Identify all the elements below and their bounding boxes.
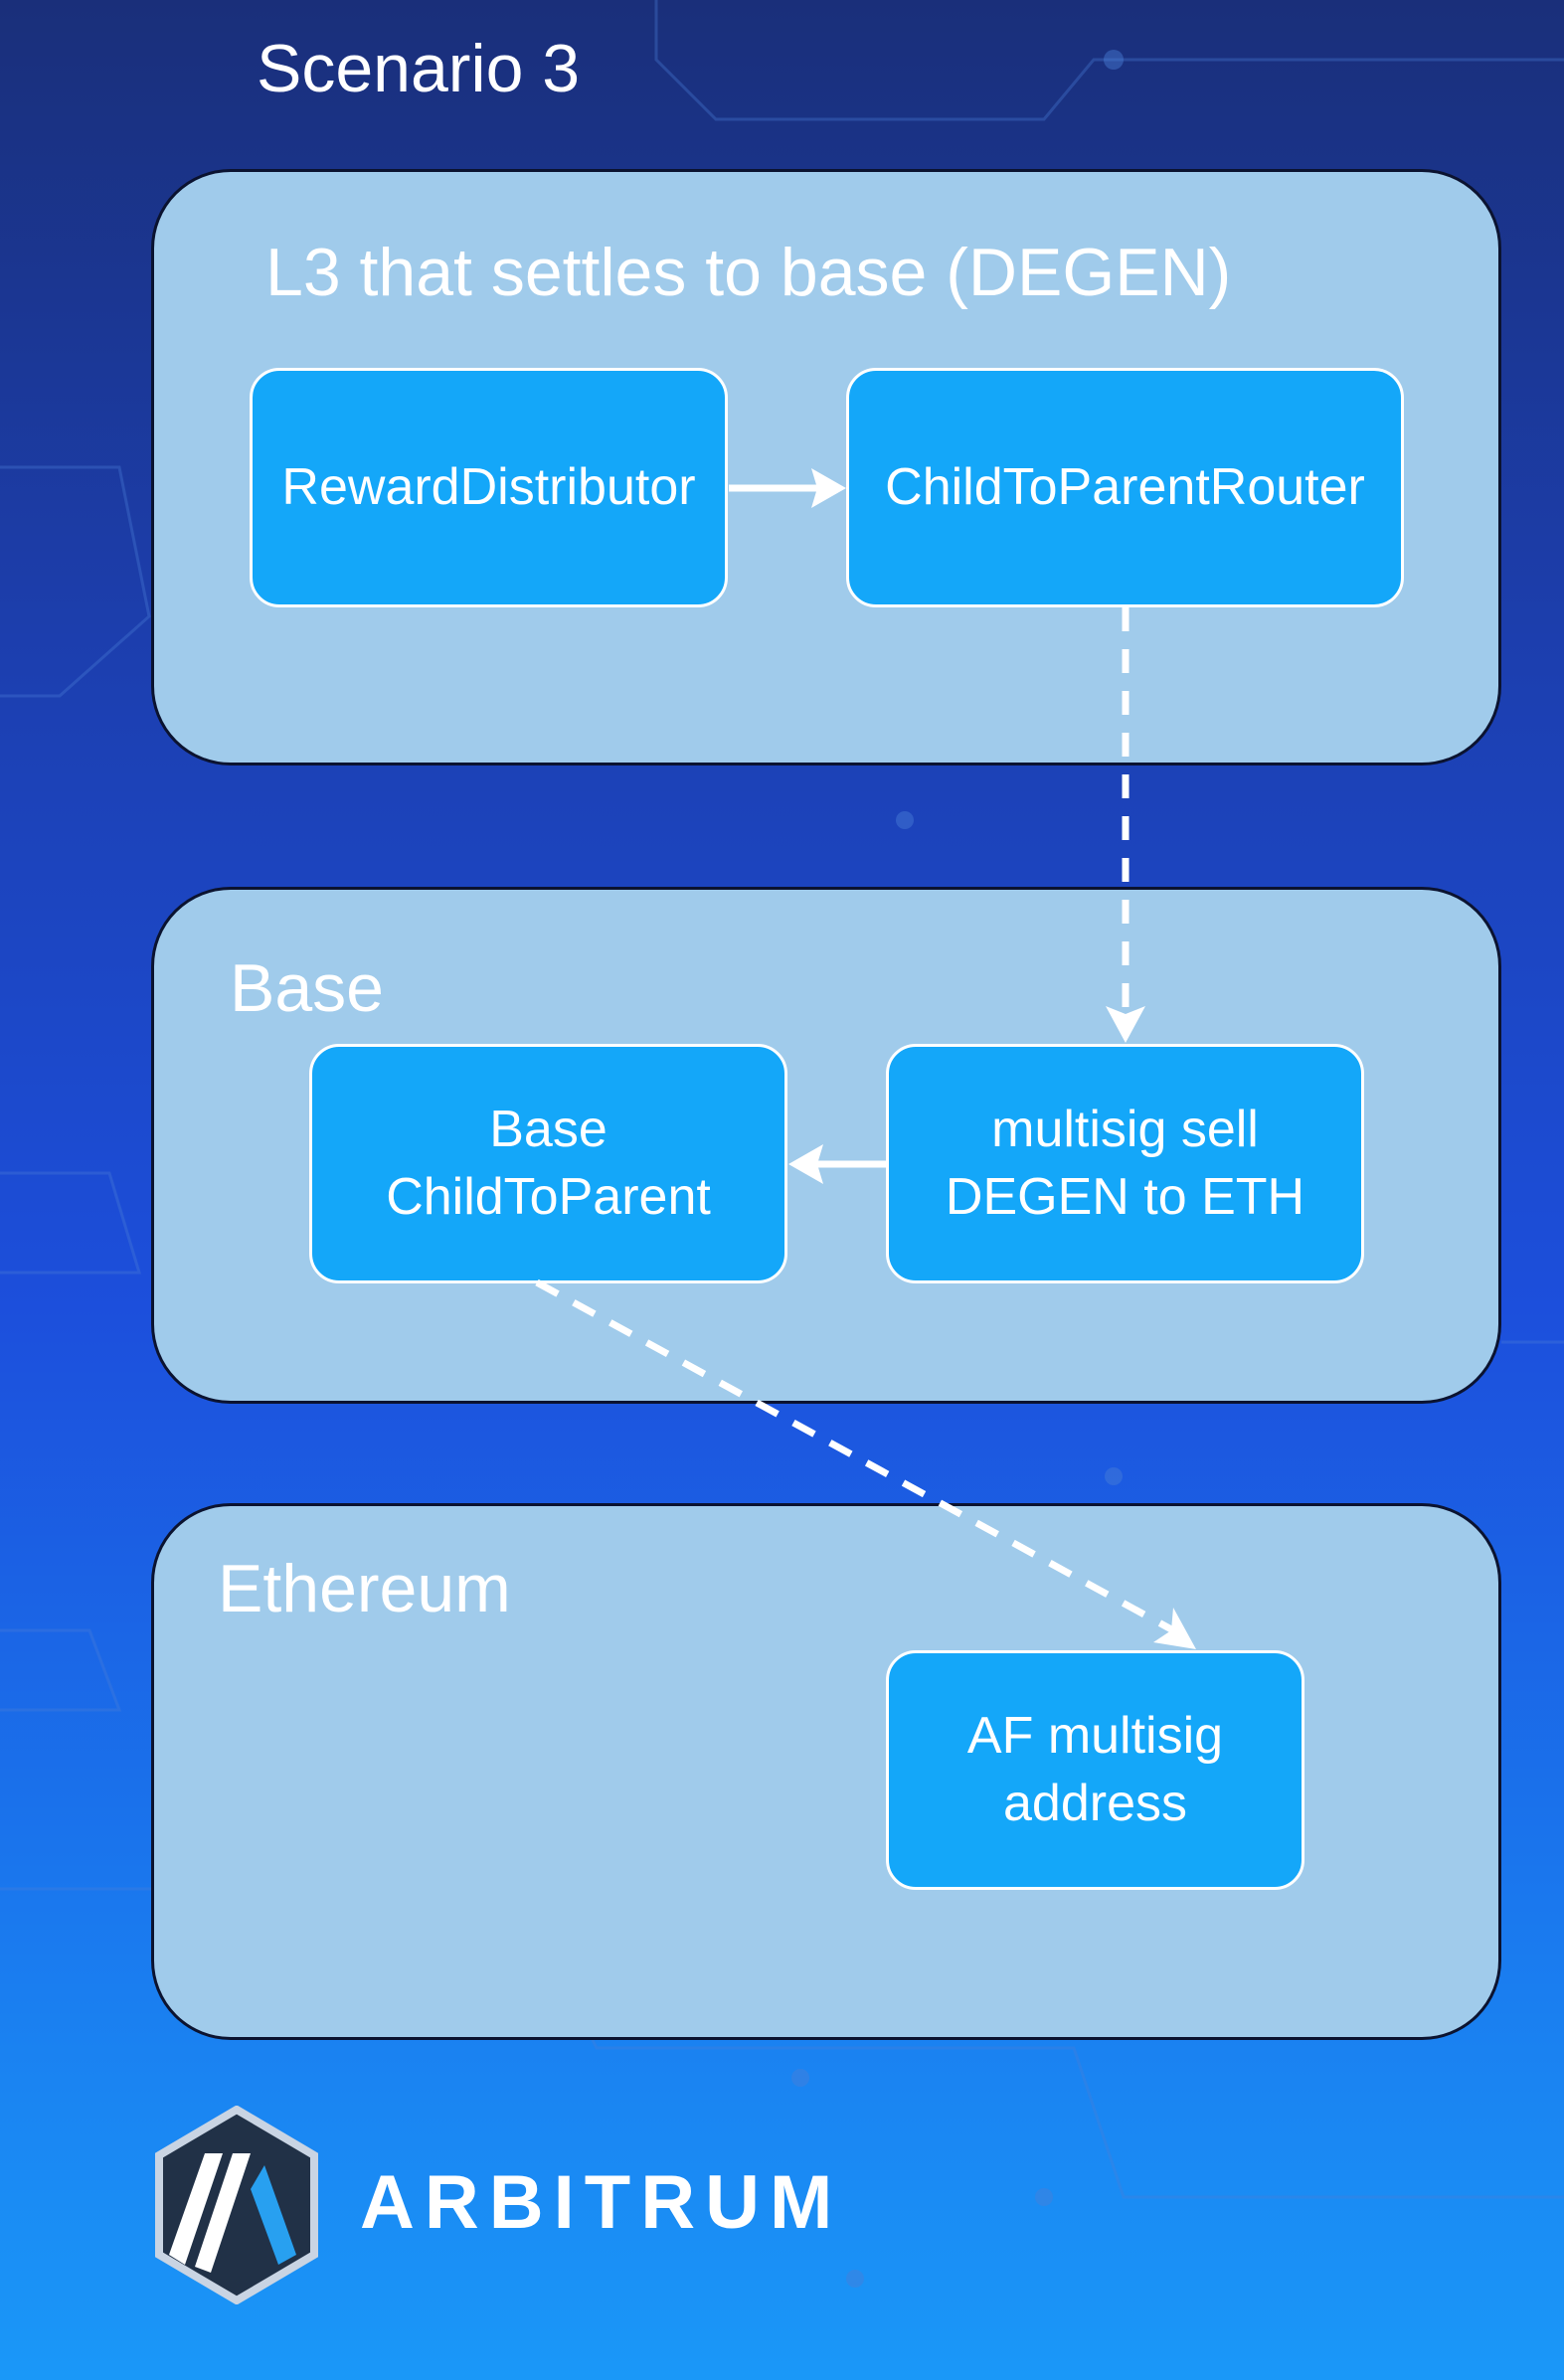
layer-base-title: Base [230,950,384,1026]
arrow-multisig-sell-to-base-child [788,1144,886,1184]
arrow-router-to-multisig-sell [1106,607,1145,1043]
arrow-reward-to-router [729,468,846,508]
arbitrum-logo-icon [155,2106,318,2304]
diagram-title: Scenario 3 [257,31,581,106]
node-af-multisig[interactable]: AF multisig address [886,1650,1304,1890]
layer-l3-title: L3 that settles to base (DEGEN) [265,235,1232,310]
node-child-to-parent-router-label: ChildToParentRouter [885,457,1365,516]
arbitrum-wordmark: ARBITRUM [360,2160,843,2245]
arrow-base-child-to-af-multisig [535,1278,1196,1649]
node-multisig-sell[interactable]: multisig sell DEGEN to ETH [886,1044,1364,1283]
node-reward-distributor-label: RewardDistributor [281,457,696,516]
node-reward-distributor[interactable]: RewardDistributor [250,368,728,607]
layer-ethereum-title: Ethereum [218,1551,511,1626]
node-child-to-parent-router[interactable]: ChildToParentRouter [846,368,1404,607]
node-base-child-to-parent-label: Base ChildToParent [386,1100,711,1226]
node-base-child-to-parent[interactable]: Base ChildToParent [309,1044,787,1283]
node-af-multisig-label: AF multisig address [966,1706,1224,1832]
node-multisig-sell-label: multisig sell DEGEN to ETH [945,1100,1305,1226]
